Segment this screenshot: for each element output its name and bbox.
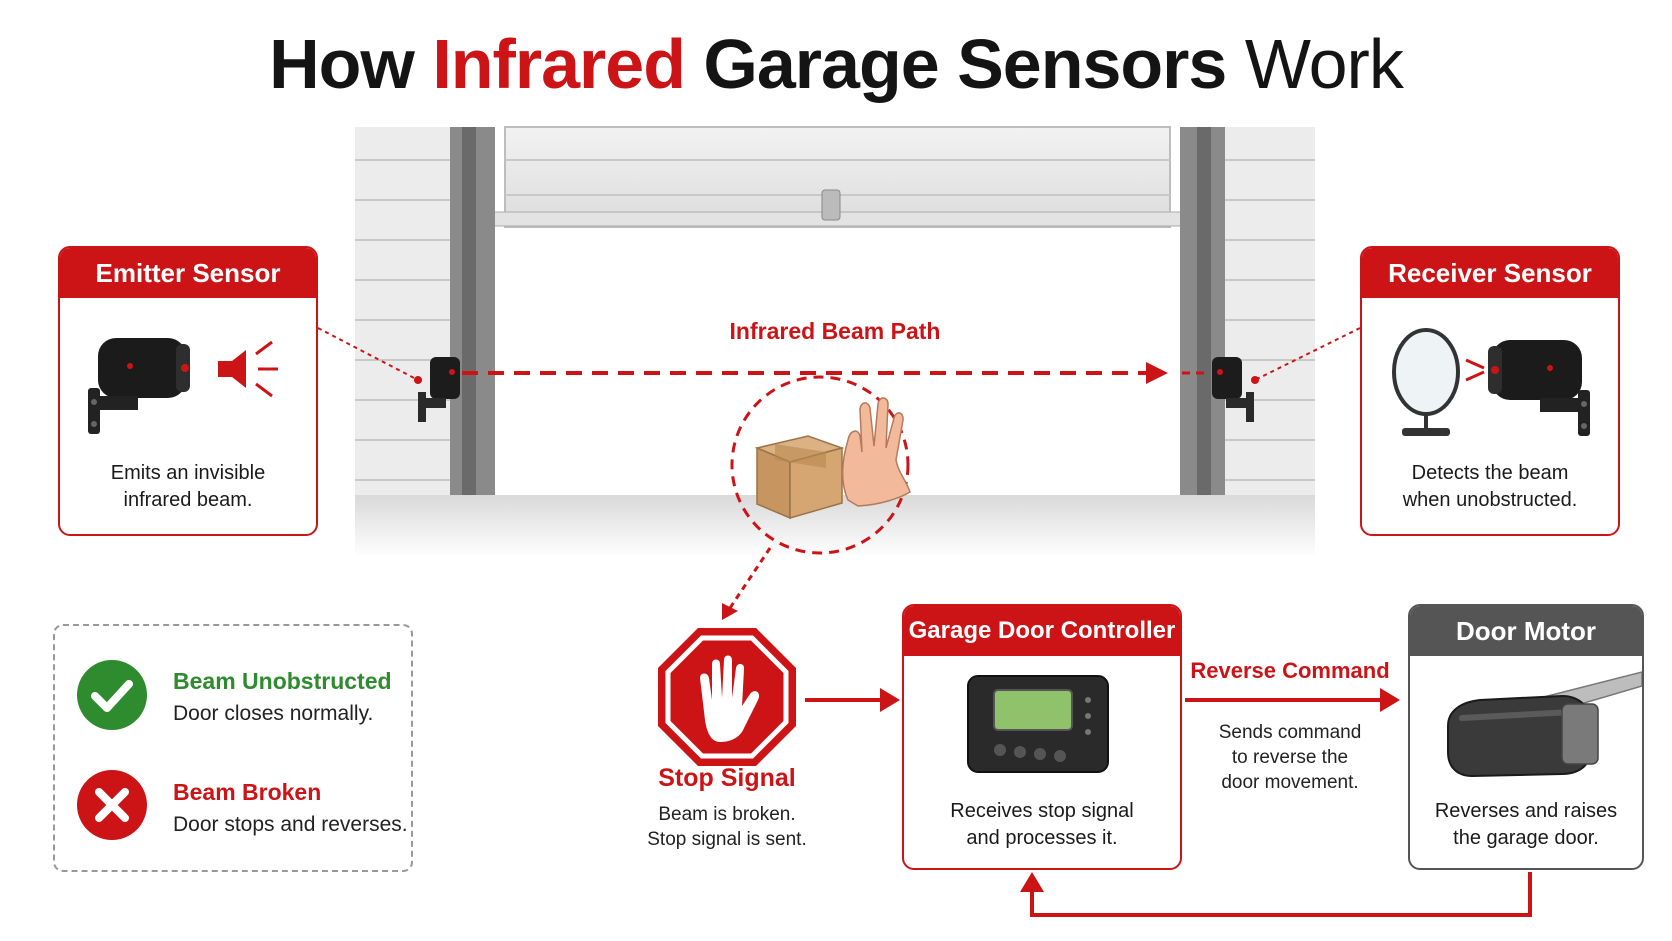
- controller-title: Garage Door Controller: [904, 606, 1180, 656]
- reverse-line3: door movement.: [1221, 772, 1359, 793]
- box-icon: [754, 435, 845, 520]
- title-middle: Garage Sensors: [703, 25, 1227, 103]
- receiver-description: Detects the beam when unobstructed.: [1362, 460, 1618, 514]
- reverse-line2: to reverse the: [1231, 747, 1349, 768]
- beam-arrowhead: [1146, 362, 1168, 384]
- stop-line2: Stop signal is sent.: [647, 829, 807, 850]
- legend-bad-text: Door stops and reverses.: [173, 813, 408, 836]
- receiver-desc-line2: when unobstructed.: [1402, 489, 1578, 511]
- obstruction-arrowhead: [722, 603, 738, 620]
- controller-desc-line1: Receives stop signal: [950, 800, 1134, 822]
- motor-desc-line1: Reverses and raises: [1434, 800, 1618, 822]
- title-prefix: How: [269, 25, 415, 103]
- receiver-desc-line1: Detects the beam: [1411, 462, 1569, 484]
- controller-device-icon: [967, 675, 1109, 773]
- legend-ok-text: Door closes normally.: [173, 702, 374, 725]
- controller-description: Receives stop signal and processes it.: [904, 798, 1180, 852]
- reverse-arrowhead: [1380, 688, 1400, 712]
- feedback-loop-arrow: [1030, 872, 1532, 917]
- title-suffix: Work: [1244, 25, 1404, 103]
- emitter-description: Emits an invisible infrared beam.: [60, 460, 316, 514]
- stop-signal-description: Beam is broken. Stop signal is sent.: [612, 802, 842, 852]
- receiver-card: Receiver Sensor Detects the beam when un…: [1360, 246, 1620, 536]
- emitter-desc-line1: Emits an invisible: [110, 462, 266, 484]
- receiver-title: Receiver Sensor: [1362, 248, 1618, 298]
- receiver-leader-dot: [1251, 376, 1259, 384]
- motor-icon: [1447, 671, 1642, 778]
- wall-receiver-sensor: [1212, 357, 1254, 422]
- check-icon: [77, 660, 147, 730]
- beam-path-label: Infrared Beam Path: [729, 318, 941, 344]
- garage-scene: [355, 126, 1315, 557]
- legend-bad-title: Beam Broken: [173, 779, 322, 805]
- emitter-leader-dot: [414, 376, 422, 384]
- title-accent: Infrared: [432, 25, 686, 103]
- receiver-sensor-icon: [1392, 328, 1590, 436]
- motor-card: Door Motor Reverses and raises the garag…: [1408, 604, 1644, 870]
- stop-arrowhead: [880, 688, 900, 712]
- cross-icon: [77, 770, 147, 840]
- wall-emitter-sensor: [418, 357, 460, 422]
- reverse-line1: Sends command: [1218, 722, 1362, 743]
- motor-desc-line2: the garage door.: [1453, 827, 1599, 849]
- controller-desc-line2: and processes it.: [966, 827, 1118, 849]
- stop-hand-icon: [658, 628, 796, 766]
- obstruction-highlight: [730, 375, 910, 555]
- emitter-sensor-icon: [88, 338, 278, 434]
- emitter-card: Emitter Sensor Emits an invisible infrar…: [58, 246, 318, 536]
- feedback-arrowhead: [1020, 872, 1044, 892]
- motor-description: Reverses and raises the garage door.: [1410, 798, 1642, 852]
- reverse-command-description: Sends command to reverse the door moveme…: [1180, 720, 1400, 795]
- reverse-command-title: Reverse Command: [1190, 658, 1390, 683]
- receiver-leader-line: [1254, 327, 1361, 381]
- page-title: How Infrared Garage Sensors Work: [0, 24, 1672, 104]
- stop-signal-title: Stop Signal: [658, 764, 796, 792]
- obstruction-to-stop-arrow: [728, 547, 772, 609]
- controller-card: Garage Door Controller Receives stop sig…: [902, 604, 1182, 870]
- hand-icon: [842, 397, 911, 507]
- legend-box: Beam Unobstructed Door closes normally. …: [53, 624, 413, 872]
- motor-title: Door Motor: [1410, 606, 1642, 656]
- legend-ok-title: Beam Unobstructed: [173, 668, 392, 694]
- emitter-title: Emitter Sensor: [60, 248, 316, 298]
- emitter-leader-line: [317, 327, 419, 381]
- stop-line1: Beam is broken.: [658, 804, 796, 825]
- emitter-desc-line2: infrared beam.: [123, 489, 253, 511]
